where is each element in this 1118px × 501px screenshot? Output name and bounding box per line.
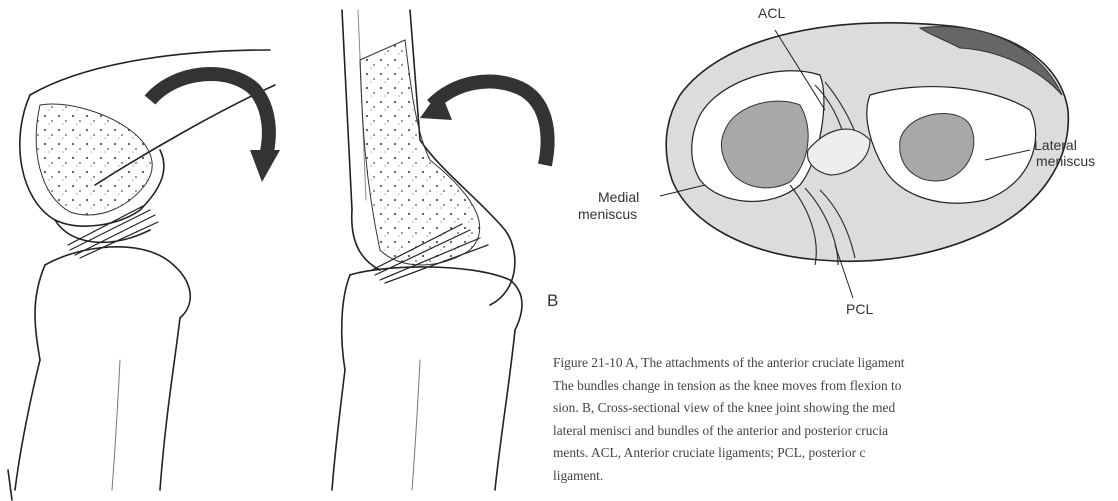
caption-line: The bundles change in tension as the kne… <box>553 375 1118 398</box>
flexed-knee-drawing <box>8 50 275 500</box>
medial-meniscus-label-line1: Medial <box>598 190 639 204</box>
caption-line: lateral menisci and bundles of the anter… <box>553 420 1118 443</box>
acl-label: ACL <box>758 6 785 20</box>
panel-b-label: B <box>547 291 558 311</box>
caption-line: Figure 21-10 A, The attachments of the a… <box>553 352 1118 375</box>
rotation-arrow-middle <box>420 82 548 165</box>
lateral-meniscus-label-line1: Lateral <box>1034 138 1077 152</box>
figure-caption: Figure 21-10 A, The attachments of the a… <box>553 352 1118 487</box>
medial-meniscus-label-line2: meniscus <box>578 207 637 221</box>
caption-line: ligament. <box>553 465 1118 488</box>
caption-line: ments. ACL, Anterior cruciate ligaments;… <box>553 442 1118 465</box>
lateral-meniscus-label-line2: meniscus <box>1036 154 1095 168</box>
caption-line: sion. B, Cross-sectional view of the kne… <box>553 397 1118 420</box>
tibial-plateau-cross-section <box>660 23 1068 298</box>
pcl-label: PCL <box>846 302 873 316</box>
rotation-arrow-left <box>150 74 280 182</box>
